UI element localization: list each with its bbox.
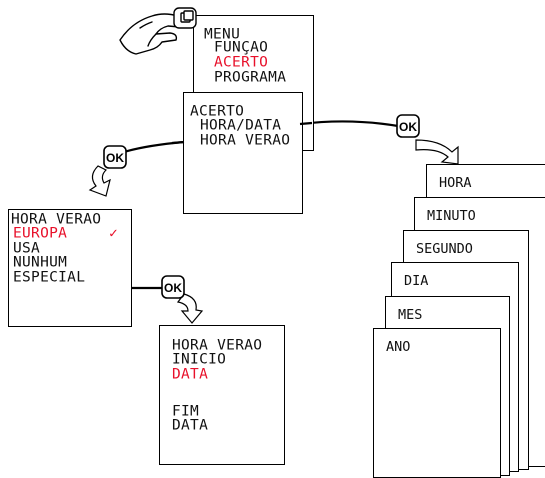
hand-layer bbox=[119, 7, 197, 55]
acerto-screen: ACERTO HORA/DATA HORA VERAO bbox=[183, 92, 303, 214]
option-especial: ESPECIAL bbox=[13, 270, 86, 286]
acerto-item-hora-verao: HORA VERAO bbox=[200, 133, 291, 149]
ok-button-icon: OK bbox=[396, 114, 420, 138]
arrow-icon bbox=[176, 293, 204, 324]
ok-label-bottom: OK bbox=[164, 281, 182, 295]
acerto-item-hora-data: HORA/DATA bbox=[200, 118, 282, 134]
card-minuto-label: MINUTO bbox=[427, 208, 476, 224]
ok-buttons-layer: OK OK OK bbox=[103, 114, 420, 299]
especial-inicio: INICIO bbox=[172, 352, 227, 368]
card-segundo-label: SEGUNDO bbox=[416, 241, 473, 257]
ok-label-right: OK bbox=[399, 120, 417, 134]
especial-fim: FIM bbox=[172, 404, 200, 420]
arrow-icon bbox=[88, 165, 111, 197]
ok-button-icon: OK bbox=[103, 145, 127, 169]
hand-pointing-icon bbox=[119, 13, 188, 55]
menu-title: MENU bbox=[204, 27, 241, 43]
option-usa: USA bbox=[13, 241, 41, 257]
especial-fim-data: DATA bbox=[172, 418, 209, 434]
acerto-title: ACERTO bbox=[190, 104, 245, 120]
ok-button-icon: OK bbox=[161, 275, 185, 299]
hora-verao-screen: HORA VERAO EUROPA ✓ USA NUNHUM ESPECIAL bbox=[8, 209, 132, 327]
checkmark-icon: ✓ bbox=[109, 226, 119, 242]
connector-origins-layer bbox=[171, 121, 313, 145]
especial-title: HORA VERAO bbox=[172, 338, 263, 354]
especial-inicio-data: DATA bbox=[172, 367, 209, 383]
arrow-icon bbox=[415, 139, 459, 165]
hora-verao-title: HORA VERAO bbox=[11, 212, 102, 228]
option-europa: EUROPA bbox=[13, 226, 68, 242]
card-dia-label: DIA bbox=[404, 273, 429, 289]
menu-item-programa: PROGRAMA bbox=[214, 70, 287, 86]
option-nunhum: NUNHUM bbox=[13, 255, 68, 271]
menu-item-funcao: FUNÇAO bbox=[214, 40, 269, 56]
connector-hora-verao-start bbox=[171, 140, 185, 145]
menu-item-acerto: ACERTO bbox=[214, 55, 269, 71]
connector-hora-data-start bbox=[299, 121, 313, 126]
menu-button-icon bbox=[173, 7, 197, 29]
card-ano-label: ANO bbox=[386, 339, 411, 355]
ok-label-left: OK bbox=[106, 151, 124, 165]
card-hora-label: HORA bbox=[439, 175, 472, 191]
especial-screen: HORA VERAO INICIO DATA FIM DATA bbox=[159, 325, 285, 465]
card-mes-label: MES bbox=[398, 307, 423, 323]
